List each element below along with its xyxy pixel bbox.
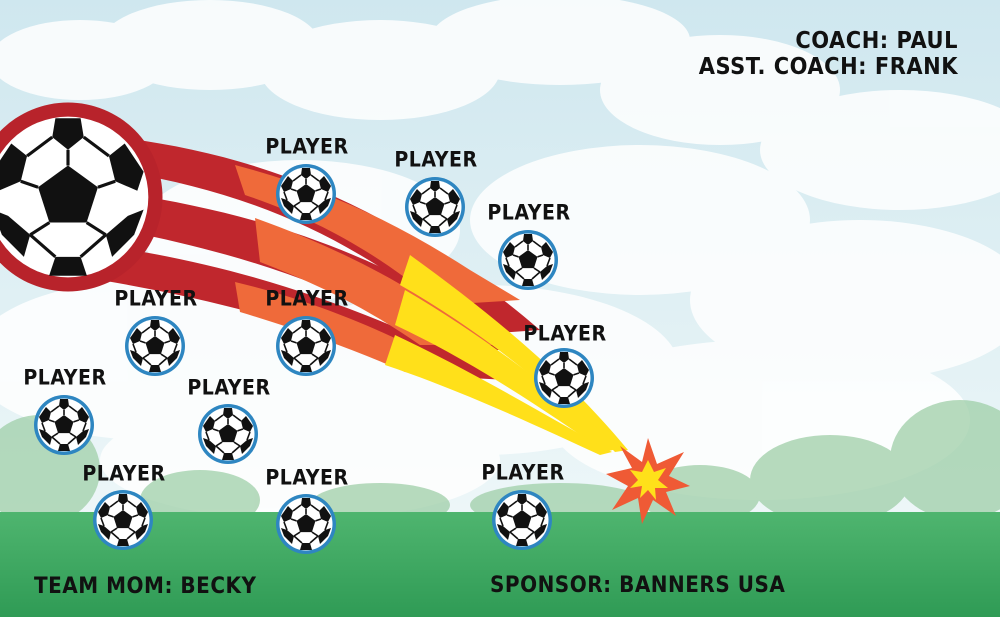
player-ball-icon <box>404 176 466 238</box>
team-mom-label: TEAM MOM: BECKY <box>34 571 257 599</box>
player-name: PLAYER <box>82 461 166 487</box>
sponsor-label: SPONSOR: BANNERS USA <box>490 570 786 598</box>
player-ball-icon <box>275 315 337 377</box>
asst-coach-label: ASST. COACH: FRANK <box>698 52 958 80</box>
main-soccer-ball-icon <box>0 102 163 292</box>
coach-label: COACH: PAUL <box>795 26 958 54</box>
player-ball-icon <box>275 493 337 555</box>
player-name: PLAYER <box>481 460 565 486</box>
player-ball-icon <box>124 315 186 377</box>
player-name: PLAYER <box>523 321 607 347</box>
player-ball-icon <box>33 394 95 456</box>
player-ball-icon <box>92 489 154 551</box>
starburst-icon <box>606 438 690 524</box>
player-name: PLAYER <box>265 465 349 491</box>
player-name: PLAYER <box>394 147 478 173</box>
player-name: PLAYER <box>23 365 107 391</box>
player-ball-icon <box>533 347 595 409</box>
player-name: PLAYER <box>187 375 271 401</box>
player-name: PLAYER <box>114 286 198 312</box>
player-name: PLAYER <box>265 134 349 160</box>
player-ball-icon <box>197 403 259 465</box>
player-ball-icon <box>497 229 559 291</box>
player-name: PLAYER <box>487 200 571 226</box>
player-name: PLAYER <box>265 286 349 312</box>
player-ball-icon <box>491 489 553 551</box>
player-ball-icon <box>275 163 337 225</box>
